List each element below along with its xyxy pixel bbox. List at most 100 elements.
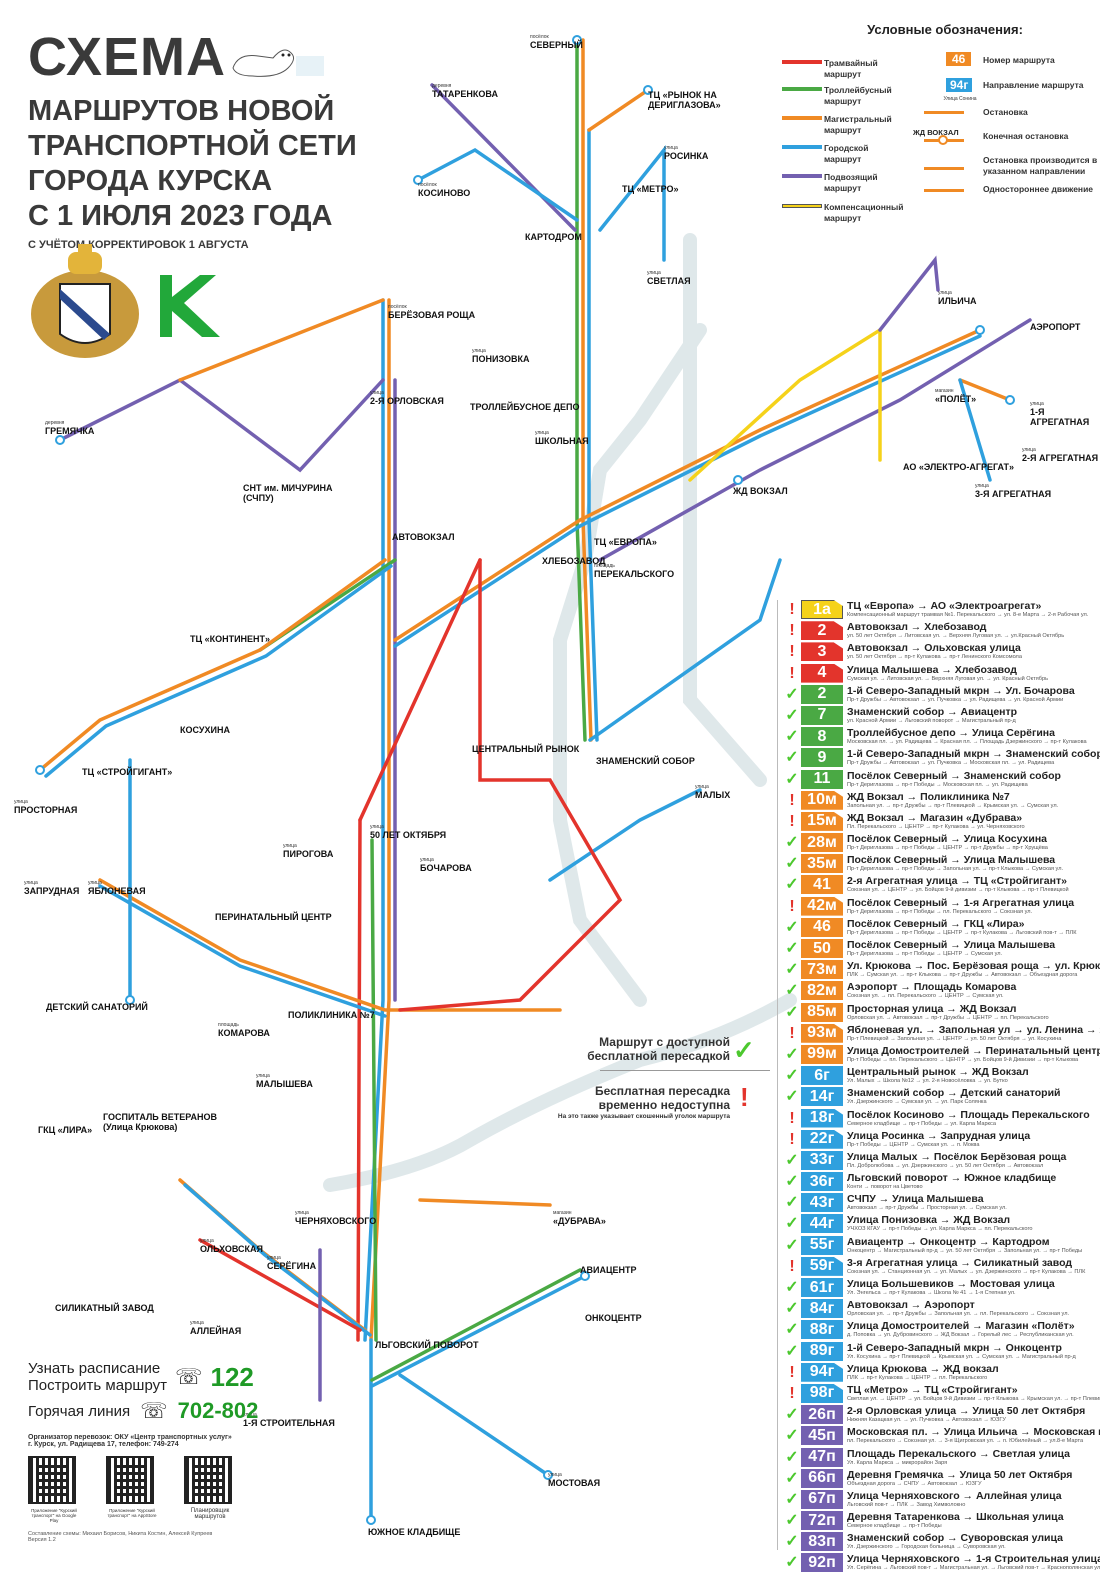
terminal-stop-label[interactable]: СИЛИКАТНЫЙ ЗАВОД xyxy=(55,1303,154,1313)
terminal-stop-label[interactable]: магазин«ПОЛЁТ» xyxy=(935,388,976,404)
qr-route-planner[interactable]: Планировщик маршрутов xyxy=(184,1456,236,1523)
terminal-stop-label[interactable]: ТЦ «СТРОЙГИГАНТ» xyxy=(82,767,172,777)
hotline-number[interactable]: 702-802 xyxy=(177,1398,259,1423)
terminal-stop-label[interactable]: ТЦ «КОНТИНЕНТ» xyxy=(190,634,270,644)
terminal-stop-label[interactable]: ТРОЛЛЕЙБУСНОЕ ДЕПО xyxy=(470,402,580,412)
terminal-stop-label[interactable]: ПЕРИНАТАЛЬНЫЙ ЦЕНТР xyxy=(215,912,332,922)
qr-google-play[interactable]: Приложение "Курский транспорт" на Google… xyxy=(28,1456,80,1523)
terminal-stop-label[interactable]: АО «ЭЛЕКТРО-АГРЕГАТ» xyxy=(903,462,1014,472)
terminal-stop-label[interactable]: ЛЬГОВСКИЙ ПОВОРОТ xyxy=(375,1340,478,1350)
short-number[interactable]: 122 xyxy=(210,1361,254,1392)
terminal-stop-label[interactable]: ТЦ «МЕТРО» xyxy=(622,184,678,194)
terminal-stop-label[interactable]: ХЛЕБОЗАВОД xyxy=(542,556,606,566)
terminal-stop-label[interactable]: магазин«ДУБРАВА» xyxy=(553,1210,606,1226)
terminal-stop-label[interactable]: АЭРОПОРТ xyxy=(1030,322,1080,332)
terminal-stop-label[interactable]: ЗНАМЕНСКИЙ СОБОР xyxy=(596,756,695,766)
terminal-stop-label[interactable]: ГОСПИТАЛЬ ВЕТЕРАНОВ (Улица Крюкова) xyxy=(103,1112,223,1132)
terminal-stop-label[interactable]: КОСУХИНА xyxy=(180,725,230,735)
terminal-stop-label[interactable]: ЦЕНТРАЛЬНЫЙ РЫНОК xyxy=(472,744,579,754)
qr-app-store[interactable]: Приложение "Курский транспорт" на AppSto… xyxy=(106,1456,158,1523)
terminal-stop-label[interactable]: ЮЖНОЕ КЛАДБИЩЕ xyxy=(368,1527,460,1537)
terminal-stop-label[interactable]: ДЕТСКИЙ САНАТОРИЙ xyxy=(46,1002,148,1012)
terminal-stop-label[interactable]: ТЦ «РЫНОК НА ДЕРИГЛАЗОВА» xyxy=(648,90,768,110)
terminal-stop-label[interactable]: ГКЦ «ЛИРА» xyxy=(38,1125,92,1135)
terminal-stop-label[interactable]: ЖД ВОКЗАЛ xyxy=(733,486,788,496)
terminal-stop-label[interactable]: КАРТОДРОМ xyxy=(525,232,582,242)
terminal-stop-label[interactable]: АВИАЦЕНТР xyxy=(580,1265,637,1275)
terminal-stop-label[interactable]: СНТ им. МИЧУРИНА (СЧПУ) xyxy=(243,483,363,503)
terminal-stop-label[interactable]: ОНКОЦЕНТР xyxy=(585,1313,642,1323)
terminal-stop-label[interactable]: ПОЛИКЛИНИКА №7 xyxy=(288,1010,375,1020)
